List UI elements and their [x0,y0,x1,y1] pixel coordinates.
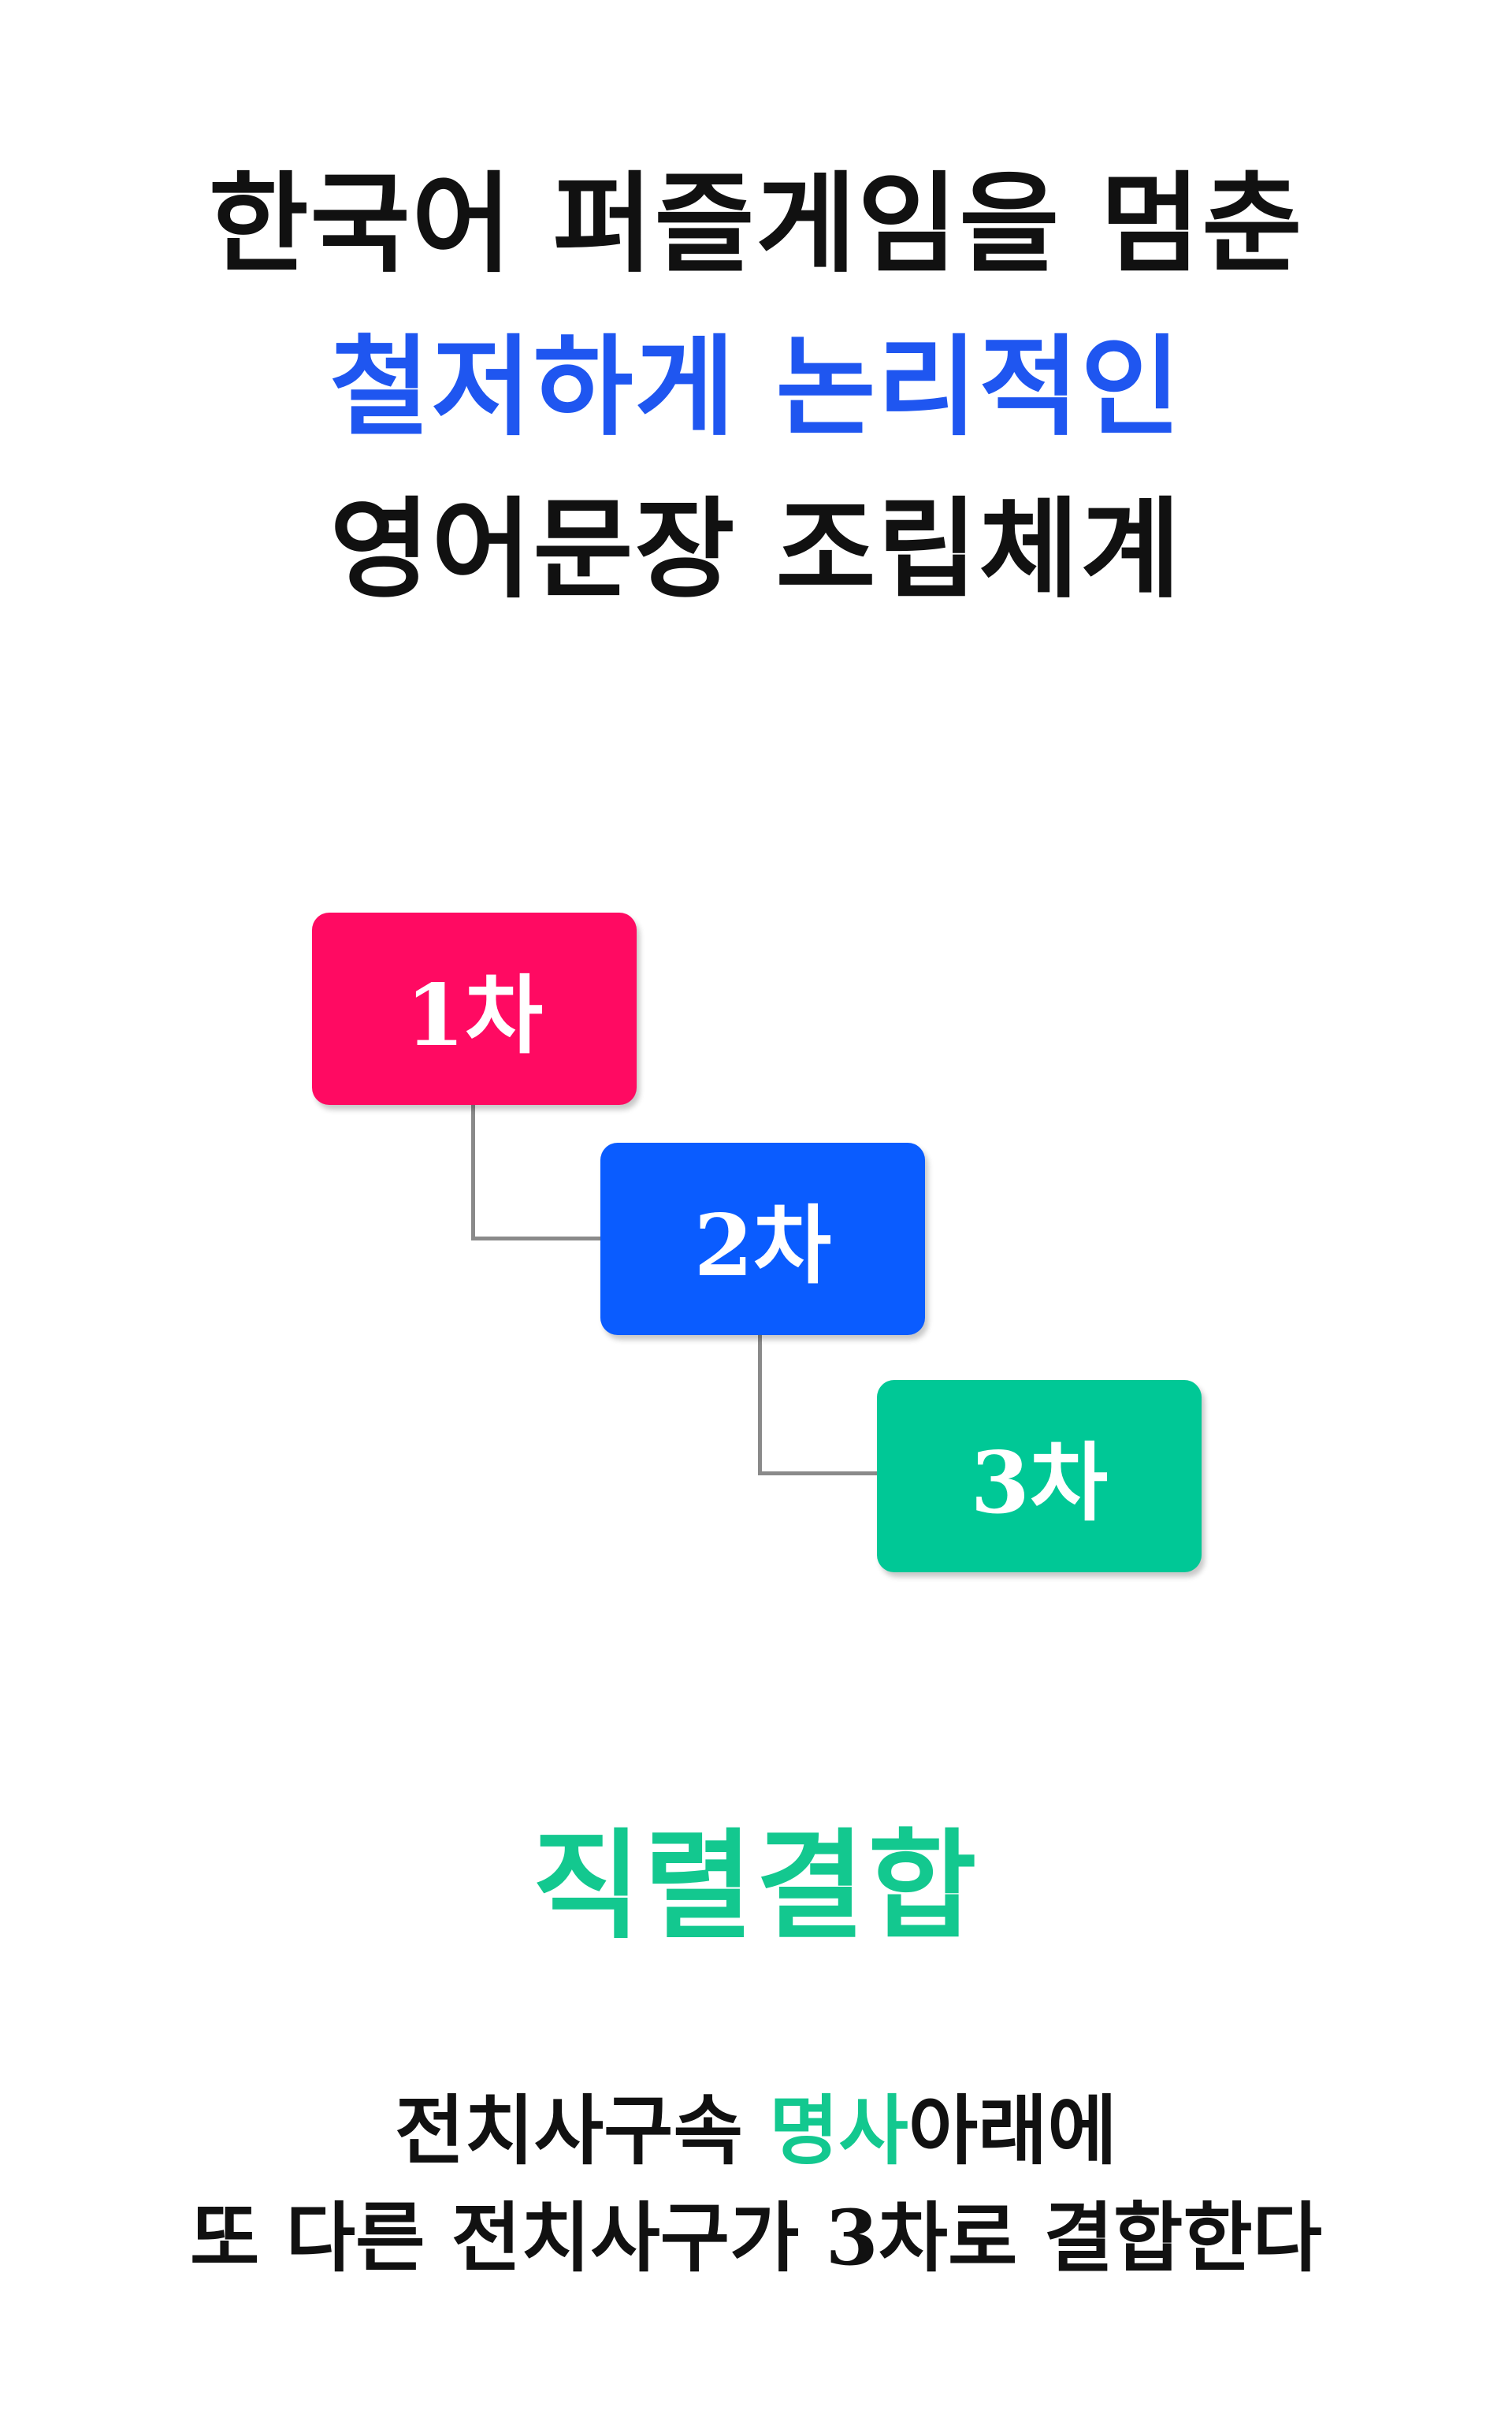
headline-line-2: 철저하게 논리적인 [329,322,1183,451]
headline-line-3: 영어문장 조립체계 [329,485,1183,613]
description-line-1: 전치사구속 명사아래에 [0,2093,1512,2169]
stage-label-1: 1차 [405,966,544,1066]
description-highlight-noun: 명사 [769,2086,908,2175]
stage-box-2: 2차 [600,1143,925,1335]
stage-label-2: 2차 [693,1196,832,1296]
description-line-2: 또 다른 전치사구가 3차로 결합한다 [190,2193,1322,2282]
headline-line-1: 한국어 퍼즐게임을 멈춘 [208,159,1304,288]
stage-label-3: 3차 [970,1434,1109,1533]
concept-title: 직렬결합 [532,1817,980,1955]
description-line-1-suffix: 아래에 [908,2086,1117,2175]
connector-2-to-3 [758,1333,893,1475]
description-line-1-prefix: 전치사구속 [395,2086,770,2175]
stage-box-1: 1차 [312,913,637,1105]
connector-1-to-2 [471,1102,615,1240]
stage-box-3: 3차 [877,1380,1202,1572]
